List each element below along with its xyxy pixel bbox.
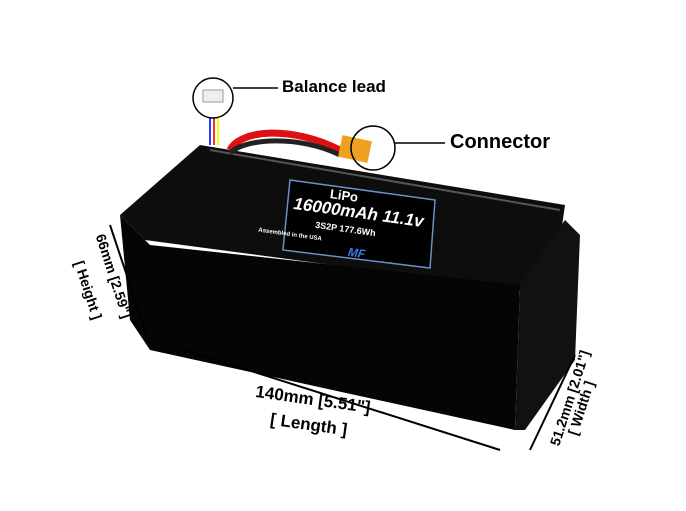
connector-callout: Connector [450,131,550,153]
brand-logo: MF [347,244,367,262]
power-cable [226,129,342,154]
length-arrow [184,349,501,451]
battery-label [282,179,436,269]
connector-callout-circle [350,125,396,171]
balance-lead-callout: Balance lead [282,77,386,96]
battery-side [515,220,580,430]
battery-front [120,215,520,430]
xt-connector [338,135,372,163]
width-arrow [529,354,576,451]
height-arrow [109,224,151,346]
